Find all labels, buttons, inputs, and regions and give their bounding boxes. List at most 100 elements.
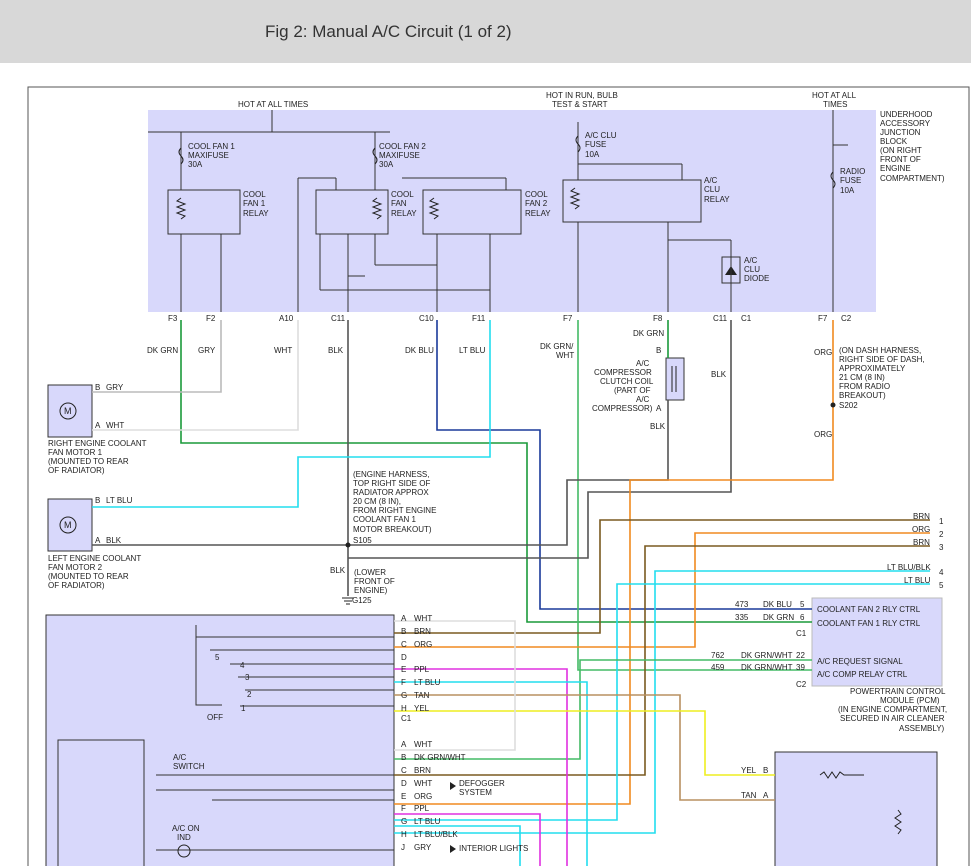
diagram-label: E — [401, 665, 406, 674]
diagram-label: LT BLU — [414, 817, 441, 826]
diagram-label: GRY — [198, 346, 216, 355]
diagram-label: F — [401, 804, 406, 813]
diagram-label: LT BLU/BLK — [414, 830, 458, 839]
wire-blk-c11 — [92, 320, 349, 546]
diagram-label: WHT — [414, 614, 432, 623]
diagram-label: H — [401, 704, 407, 713]
diagram-label: 762 — [711, 651, 725, 660]
s202-splice — [830, 402, 836, 408]
ac-switch-label: A/C — [173, 753, 187, 762]
diagram-label: FAN — [391, 199, 407, 208]
diagram-label: M — [64, 520, 72, 530]
diagram-label: (PART OF — [614, 386, 651, 395]
diode-label: A/C CLU DIODE — [744, 256, 769, 283]
diagram-label: 459 — [711, 663, 725, 672]
diagram-label: A — [656, 404, 662, 413]
diagram-label: ORG — [414, 640, 432, 649]
diagram-label: 39 — [796, 663, 805, 672]
diagram-label: FAN MOTOR 2 — [48, 563, 103, 572]
wire-lt-blu-5 — [394, 583, 930, 821]
diagram-label: FRONT OF — [880, 155, 921, 164]
diagram-label: FRONT OF — [354, 577, 395, 586]
diagram-label: B — [95, 383, 100, 392]
wire-wht — [92, 320, 299, 431]
diagram-label: ASSEMBLY) — [899, 724, 945, 733]
diagram-label: RELAY — [243, 209, 269, 218]
diagram-label: B — [401, 753, 406, 762]
diagram-label: C1 — [796, 629, 807, 638]
diagram-label: F — [401, 678, 406, 687]
diagram-label: F8 — [653, 314, 663, 323]
diagram-label: DK GRN — [147, 346, 178, 355]
diagram-label: DIODE — [744, 274, 769, 283]
diagram-label: 4 — [939, 568, 944, 577]
relay-ac-clu-label: A/C CLU RELAY — [704, 176, 730, 204]
diagram-label: DK BLU — [763, 600, 792, 609]
wire-ppl — [394, 668, 568, 866]
diagram-label: CLU — [744, 265, 760, 274]
diagram-label: OF RADIATOR) — [48, 581, 105, 590]
diagram-label: RIGHT SIDE OF DASH, — [839, 355, 925, 364]
hot-run-label-2: TEST & START — [552, 100, 608, 109]
cool-fan-relay-box — [315, 189, 389, 235]
diagram-label: A10 — [279, 314, 294, 323]
pcm-label: POWERTRAIN CONTROL MODULE (PCM) (IN ENGI… — [838, 687, 947, 733]
diagram-label: BLK — [328, 346, 344, 355]
diagram-label: H — [401, 830, 407, 839]
diagram-label: 10A — [840, 186, 855, 195]
ground-label: BLK (LOWER FRONT OF ENGINE) G125 — [330, 566, 395, 605]
diagram-label: DK GRN/WHT — [741, 651, 793, 660]
wire-brn-1 — [394, 519, 930, 634]
fuse-cool-fan2 — [372, 147, 378, 165]
diagram-label: B — [95, 496, 100, 505]
wire-yel — [394, 710, 775, 776]
motor-2-labels: B LT BLU A BLK LEFT ENGINE COOLANT FAN M… — [48, 496, 141, 590]
diagram-label: 5 — [800, 600, 805, 609]
interior-lights-label: INTERIOR LIGHTS — [459, 844, 528, 853]
diagram-label: J — [401, 843, 405, 852]
diagram-label: COOL — [525, 190, 548, 199]
diagram-label: A/C — [636, 395, 650, 404]
diagram-label: LT BLU — [904, 576, 931, 585]
diagram-label: BRN — [913, 512, 930, 521]
diagram-label: BLOCK — [880, 137, 908, 146]
diagram-label: MOTOR BREAKOUT) — [353, 525, 432, 534]
diagram-label: 3 — [939, 543, 944, 552]
diagram-label: BLK — [711, 370, 727, 379]
wire-lt-blu-f — [394, 681, 588, 866]
diagram-label: (ENGINE HARNESS, — [353, 470, 429, 479]
diagram-label: 20 CM (8 IN), — [353, 497, 401, 506]
diagram-label: D — [401, 779, 407, 788]
wire-tan — [394, 694, 775, 801]
diagram-label: D — [401, 653, 407, 662]
diagram-label: WHT — [414, 740, 432, 749]
diagram-label: COMPRESSOR — [594, 368, 652, 377]
diagram-label: ORG — [912, 525, 930, 534]
defogger-label: DEFOGGER — [459, 779, 505, 788]
cool-fan-2-relay-box — [422, 189, 522, 235]
relay-coil-4 — [569, 187, 581, 210]
wire-org-2 — [394, 532, 930, 648]
hot-run-label-1: HOT IN RUN, BULB — [546, 91, 618, 100]
diagram-label: B — [401, 627, 406, 636]
diagram-label: (IN ENGINE COMPARTMENT, — [838, 705, 947, 714]
ac-clu-relay-box — [562, 179, 702, 223]
diagram-label: 5 — [215, 653, 220, 662]
diagram-label: FAN 2 — [525, 199, 548, 208]
diagram-label: C1 — [401, 714, 412, 723]
wire-lt-blu-g — [394, 825, 521, 866]
fan-motor-2-icon — [59, 516, 77, 534]
diagram-label: ENGINE) — [354, 586, 388, 595]
diagram-label: WHT — [414, 779, 432, 788]
blower-resistor-icon — [819, 771, 864, 779]
diagram-label: (ON RIGHT — [880, 146, 922, 155]
diagram-label: S202 — [839, 401, 858, 410]
diagram-label: APPROXIMATELY — [839, 364, 906, 373]
diagram-label: S105 — [353, 536, 372, 545]
diagram-label: ENGINE — [880, 164, 911, 173]
engine-harness-label: (ENGINE HARNESS, TOP RIGHT SIDE OF RADIA… — [353, 470, 436, 545]
diagram-label: JUNCTION — [880, 128, 921, 137]
fuse-cool-fan1-label: COOL FAN 1 MAXIFUSE 30A — [188, 142, 235, 169]
diagram-label: RADIO — [840, 167, 865, 176]
diagram-label: BREAKOUT) — [839, 391, 886, 400]
